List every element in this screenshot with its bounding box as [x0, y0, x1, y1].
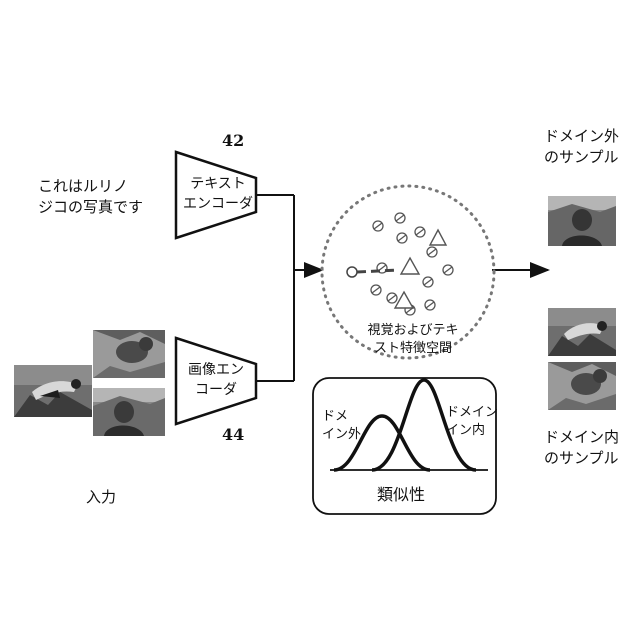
output-photo-ood-person	[548, 196, 616, 246]
input-label: 入力	[86, 487, 116, 508]
output-id-label: ドメイン内 のサンプル	[544, 427, 619, 469]
input-photo-bird-flying	[14, 365, 92, 417]
output-id-label-line-1: ドメイン内	[544, 427, 619, 448]
output-photo-id-bird-sitting	[548, 362, 616, 410]
similarity-title: 類似性	[377, 484, 425, 505]
feature-space-label-line-2: スト特徴空間	[358, 340, 468, 358]
input-photo-bird-sitting	[93, 330, 165, 378]
text-encoder-label-line-1: テキスト	[183, 174, 253, 194]
output-ood-label-line-1: ドメイン外	[544, 126, 619, 147]
similarity-ood-label: ドメ イン外	[322, 408, 361, 444]
image-encoder-label-line-1: 画像エン	[181, 360, 251, 380]
text-prompt-line-2: ジコの写真です	[38, 197, 143, 218]
feature-space-label-line-1: 視覚およびテキ	[358, 322, 468, 340]
text-encoder-label-line-2: エンコーダ	[183, 194, 253, 214]
similarity-ood-label-line-1: ドメ	[322, 408, 361, 426]
similarity-id-label: ドメイン イン内	[446, 404, 498, 440]
output-photo-id-bird-flying	[548, 308, 616, 356]
connector-lines	[256, 195, 294, 381]
feature-space-label: 視覚およびテキ スト特徴空間	[358, 322, 468, 358]
similarity-ood-label-line-2: イン外	[322, 426, 361, 444]
similarity-id-label-line-2: イン内	[446, 422, 498, 440]
image-encoder-label: 画像エン コーダ	[181, 360, 251, 400]
image-encoder-number: 44	[222, 425, 244, 444]
query-point	[347, 267, 398, 277]
output-ood-label: ドメイン外 のサンプル	[544, 126, 619, 168]
text-prompt: これはルリノ ジコの写真です	[38, 176, 143, 218]
output-id-label-line-2: のサンプル	[544, 448, 619, 469]
text-prompt-line-1: これはルリノ	[38, 176, 143, 197]
input-photo-person	[93, 388, 165, 436]
image-encoder-label-line-2: コーダ	[181, 380, 251, 400]
similarity-id-label-line-1: ドメイン	[446, 404, 498, 422]
output-ood-label-line-2: のサンプル	[544, 147, 619, 168]
text-encoder-label: テキスト エンコーダ	[183, 174, 253, 214]
text-encoder-number: 42	[222, 131, 244, 150]
